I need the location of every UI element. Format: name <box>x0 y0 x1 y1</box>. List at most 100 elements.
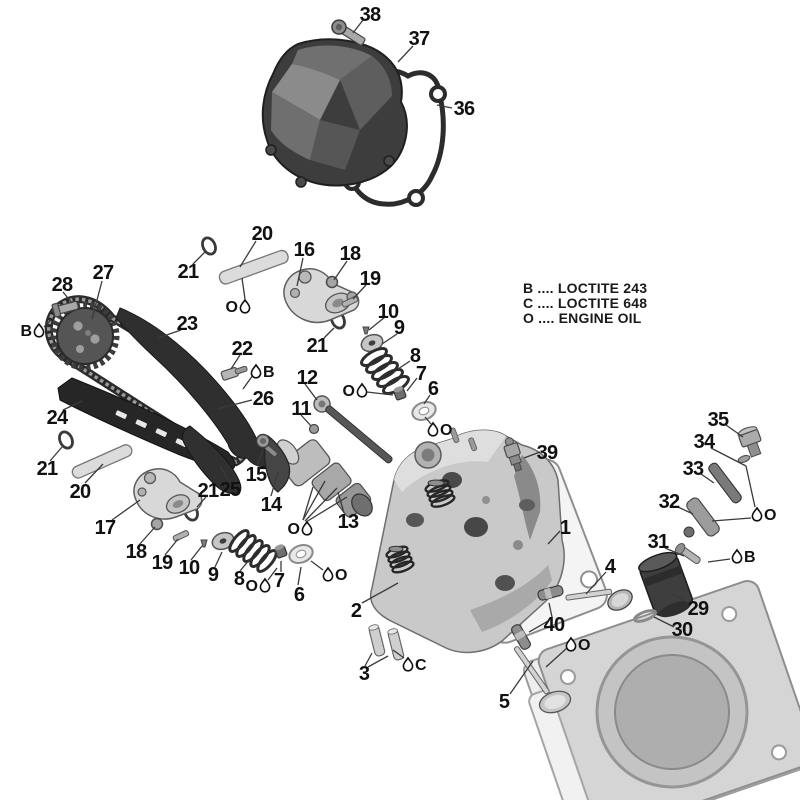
callout-9: 9 <box>394 317 405 339</box>
tensioner-washer <box>737 454 751 464</box>
valve-group <box>511 585 633 714</box>
leader-line <box>366 391 394 396</box>
callout-8: 8 <box>410 345 421 367</box>
leader-line <box>361 582 399 604</box>
tensioner-stack-group <box>633 426 762 623</box>
leader-line <box>192 251 206 265</box>
tensioner-housing <box>638 551 694 618</box>
callout-20: 20 <box>70 481 91 503</box>
oil-mark-letter: B <box>20 323 32 340</box>
callout-36: 36 <box>454 98 475 120</box>
callout-21: 21 <box>37 458 58 480</box>
callout-27: 27 <box>93 262 114 284</box>
legend-item-C: C .... LOCTITE 648 <box>523 295 647 311</box>
tensioner-screw <box>674 543 701 565</box>
callout-33: 33 <box>683 458 704 480</box>
oil-mark-letter: O <box>226 299 238 316</box>
leader-line <box>364 652 373 667</box>
sprocket-bolt <box>51 300 79 318</box>
leader-line <box>91 280 103 320</box>
oil-droplet-icon <box>565 636 577 652</box>
leader-line <box>43 320 51 328</box>
valve-spring-lower <box>228 529 278 573</box>
leader-line <box>368 316 386 331</box>
oil-droplet-icon <box>301 520 313 536</box>
spring-retainer-lower <box>211 531 235 551</box>
leader-line <box>216 399 253 410</box>
leader-line <box>352 19 364 34</box>
callout-37: 37 <box>409 28 430 50</box>
leader-line <box>111 499 141 521</box>
callout-3: 3 <box>359 663 370 685</box>
leader-line <box>214 551 223 568</box>
callout-25: 25 <box>220 479 241 501</box>
leader-line <box>700 473 715 484</box>
leader-line <box>62 400 83 411</box>
oil-mark-letter: B <box>744 549 756 566</box>
legend-item-B: B .... LOCTITE 243 <box>523 280 647 296</box>
tensioner-plunger <box>686 497 720 537</box>
callout-14: 14 <box>261 494 283 516</box>
leader-line <box>397 45 414 63</box>
leader-line <box>710 447 747 467</box>
chain-guide-upper <box>115 307 274 468</box>
valve-spring-upper <box>360 347 410 395</box>
leader-line <box>239 558 251 572</box>
oil-mark-letter: O <box>578 637 590 654</box>
leader-line <box>397 360 411 370</box>
leader-line <box>711 517 752 522</box>
callout-32: 32 <box>659 491 680 513</box>
valve-guide-lower <box>511 624 531 650</box>
leader-line <box>310 560 324 571</box>
callout-8: 8 <box>234 568 245 590</box>
valve-cover <box>261 38 408 188</box>
callout-30: 30 <box>672 619 693 641</box>
plunger-tip <box>683 526 695 538</box>
callout-16: 16 <box>294 239 315 261</box>
callout-21: 21 <box>178 261 199 283</box>
rocker-shaft-upper <box>218 249 289 285</box>
tensioner-rod <box>708 462 742 504</box>
leader-line <box>745 465 756 508</box>
callout-38: 38 <box>360 4 381 26</box>
camshaft-group <box>220 365 393 518</box>
callout-9: 9 <box>208 564 219 586</box>
spring-retainer-upper <box>360 333 384 353</box>
leader-line <box>84 463 104 484</box>
leader-line <box>677 506 694 515</box>
cylinder-block-group <box>523 579 800 800</box>
oil-mark-letter: C <box>415 657 427 674</box>
leader-line <box>138 526 156 546</box>
callout-21: 21 <box>307 335 328 357</box>
oil-droplet-icon <box>250 363 262 379</box>
cylinder-head-group <box>368 427 608 661</box>
leader-line <box>545 647 568 668</box>
callout-19: 19 <box>152 552 173 574</box>
leader-line <box>297 566 302 586</box>
valve-washer-upper <box>411 401 437 421</box>
o-ring-21c <box>58 430 74 450</box>
leader-line <box>302 480 326 521</box>
leader-line <box>62 291 73 304</box>
cam-nut <box>308 423 320 435</box>
leader-line <box>270 471 279 497</box>
oil-droplet-icon <box>322 566 334 582</box>
callout-35: 35 <box>708 409 729 431</box>
upper-rocker-group <box>201 236 437 421</box>
callout-17: 17 <box>95 517 116 539</box>
leader-line <box>392 649 405 659</box>
rocker-shaft-lower <box>71 444 133 479</box>
cam-sprocket <box>50 301 120 371</box>
leader-line <box>219 465 230 482</box>
leader-line <box>239 240 257 268</box>
guide-bolt-22 <box>220 365 248 381</box>
oil-mark-letter: O <box>246 578 258 595</box>
leader-line <box>305 496 348 523</box>
callout-4: 4 <box>605 556 617 578</box>
leader-line <box>196 496 207 508</box>
callout-6: 6 <box>294 584 305 606</box>
callout-5: 5 <box>499 691 510 713</box>
valve-keeper-upper <box>362 326 370 335</box>
